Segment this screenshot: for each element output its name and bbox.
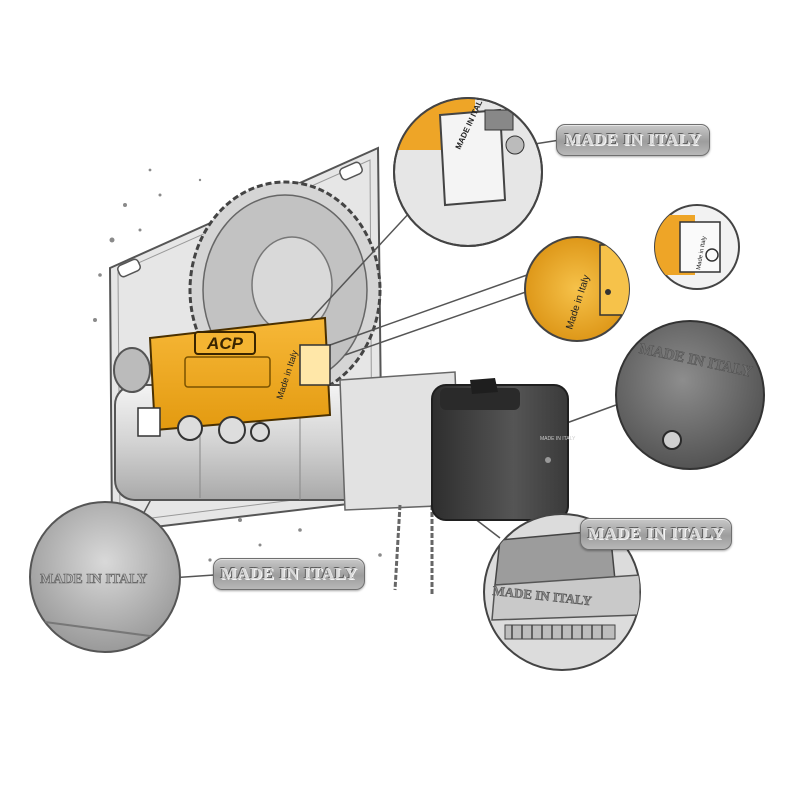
limit-switch-gears (137, 407, 270, 444)
plate-emboss-text: MADE IN ITALY (40, 572, 147, 587)
made-in-italy-badge-top: MADE IN ITALY (556, 124, 710, 156)
acp-logo: ACP (206, 334, 244, 353)
callout-bracket-emboss: MADE IN ITALY (483, 513, 641, 671)
motor-body: MADE IN ITALY (431, 378, 576, 521)
callout-plate-emboss: MADE IN ITALY (29, 501, 181, 653)
callout-terminal-closeup: MADE IN ITALY (393, 97, 543, 247)
callout-housing-emboss: MADE IN ITALY (615, 320, 765, 470)
made-in-italy-badge-bottom-left: MADE IN ITALY (213, 558, 365, 590)
motor-tag: MADE IN ITALY (540, 436, 576, 442)
control-housing: ACP Made in Italy (148, 316, 332, 432)
callout-yellow-panel: Made in Italy (524, 236, 630, 342)
badge-bottom-left-text: MADE IN ITALY (220, 564, 358, 583)
callout-small-terminal: Made in Italy (654, 204, 740, 290)
badge-top-text: MADE IN ITALY (564, 130, 702, 149)
made-in-italy-badge-bottom-right: MADE IN ITALY (580, 518, 732, 550)
small-terminal-label: Made in Italy (696, 236, 708, 271)
badge-bottom-right-text: MADE IN ITALY (587, 524, 725, 543)
hanging-chain (393, 504, 434, 595)
